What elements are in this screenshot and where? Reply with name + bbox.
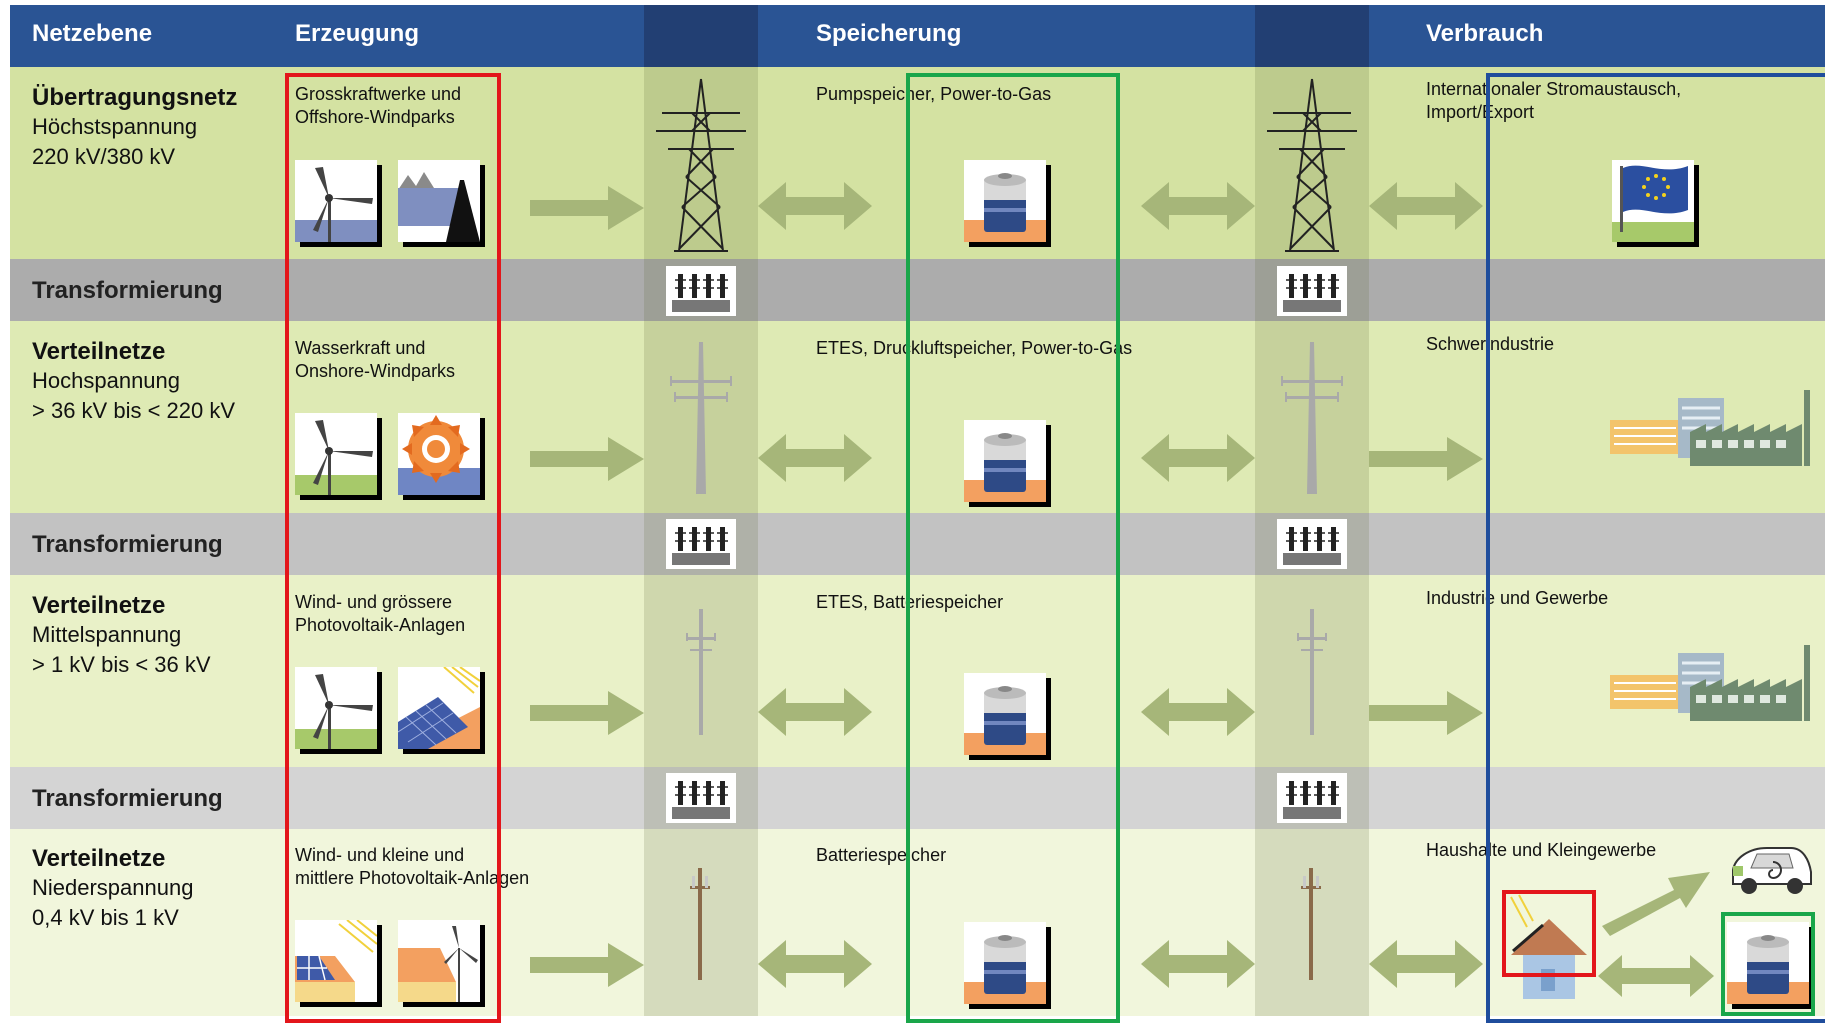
level-1-subtitle: Höchstspannung	[32, 114, 198, 139]
level-2-subtitle: Hochspannung	[32, 368, 181, 393]
battery-icon	[964, 160, 1046, 242]
level-4-generation-text: Wind- und kleine und mittlere Photovolta…	[295, 845, 530, 888]
flow-arrow-double	[1369, 940, 1483, 988]
flow-arrow-right	[1369, 691, 1483, 735]
high-voltage-pylon-icon	[654, 77, 748, 253]
level-2-generation-text: Wasserkraft und Onshore-Windparks	[295, 338, 456, 381]
transformer-icon	[666, 519, 736, 569]
level-1-consumption-text: Internationaler Stromaustausch, Import/E…	[1426, 79, 1682, 122]
transformer-icon	[1277, 266, 1347, 316]
transformer-icon	[1277, 519, 1347, 569]
header-verbrauch: Verbrauch	[1426, 20, 1544, 47]
level-1-generation-text: Grosskraftwerke und Offshore-Windparks	[295, 84, 462, 127]
transformer-icon	[666, 773, 736, 823]
solar-roof-icon	[295, 920, 377, 1002]
small-pylon-icon	[684, 607, 718, 737]
transform-label-2: Transformierung	[32, 531, 223, 558]
transformer-icon	[666, 266, 736, 316]
band-transform-1	[10, 259, 1825, 321]
flow-arrow-double	[1141, 940, 1255, 988]
header-speicherung: Speicherung	[816, 20, 962, 47]
level-3-generation-text: Wind- und grössere Photovoltaik-Anlagen	[295, 592, 466, 635]
level-4-storage-text: Batteriespeicher	[816, 845, 947, 865]
flow-arrow-double	[758, 434, 872, 482]
dam-icon	[398, 160, 480, 242]
generation-frame	[285, 73, 501, 1023]
flow-arrow-right	[530, 691, 644, 735]
small-pylon-icon	[1295, 607, 1329, 737]
pylon-icon	[664, 340, 738, 496]
flow-arrow-right	[530, 943, 644, 987]
flow-arrow-double	[1369, 182, 1483, 230]
household-generation-frame	[1502, 890, 1596, 977]
level-1-storage-text: Pumpspeicher, Power-to-Gas	[816, 84, 1052, 104]
band-transform-3	[10, 767, 1825, 829]
eu-flag-icon	[1612, 160, 1694, 242]
flow-arrow-diagonal	[1600, 866, 1712, 938]
flow-arrow-double	[758, 182, 872, 230]
house-wind-icon	[398, 920, 480, 1002]
level-2-voltage: > 36 kV bis < 220 kV	[32, 398, 236, 423]
flow-arrow-double	[1141, 434, 1255, 482]
battery-icon	[964, 673, 1046, 755]
battery-icon	[1727, 922, 1809, 1004]
battery-icon	[964, 420, 1046, 502]
storage-frame	[906, 73, 1120, 1023]
level-2-title: Verteilnetze	[32, 338, 166, 365]
level-3-subtitle: Mittelspannung	[32, 622, 182, 647]
band-transform-2	[10, 513, 1825, 575]
header-line-column	[1255, 5, 1369, 67]
level-3-storage-text: ETES, Batteriespeicher	[816, 592, 1004, 612]
flow-arrow-double	[1141, 182, 1255, 230]
high-voltage-pylon-icon	[1265, 77, 1359, 253]
factory-icon	[1610, 645, 1816, 725]
battery-icon	[964, 922, 1046, 1004]
transform-label-3: Transformierung	[32, 785, 223, 812]
flow-arrow-right	[1369, 437, 1483, 481]
flow-arrow-double	[758, 688, 872, 736]
header-line-column	[644, 5, 758, 67]
wind-turbine-icon	[295, 667, 377, 749]
header-erzeugung: Erzeugung	[295, 20, 419, 47]
solar-field-icon	[398, 667, 480, 749]
house-solar-icon	[1505, 893, 1595, 1003]
household-storage-frame	[1721, 912, 1815, 1016]
flow-arrow-right	[530, 437, 644, 481]
wooden-pole-icon	[688, 866, 712, 982]
flow-arrow-double	[1141, 688, 1255, 736]
level-1-title: Übertragungsnetz	[32, 84, 238, 111]
header-bar	[10, 5, 1825, 67]
header-netzebene: Netzebene	[32, 20, 153, 47]
flow-arrow-double	[1598, 955, 1714, 997]
wooden-pole-icon	[1299, 866, 1323, 982]
level-4-subtitle: Niederspannung	[32, 875, 194, 900]
transformer-icon	[1277, 773, 1347, 823]
level-4-title: Verteilnetze	[32, 845, 166, 872]
pylon-icon	[1275, 340, 1349, 496]
wind-turbine-icon	[295, 160, 377, 242]
level-1-voltage: 220 kV/380 kV	[32, 144, 176, 169]
consumption-frame	[1486, 73, 1825, 1023]
level-3-title: Verteilnetze	[32, 592, 166, 619]
factory-icon	[1610, 390, 1816, 470]
level-2-consumption-text: Schwerindustrie	[1426, 334, 1555, 354]
flow-arrow-double	[758, 940, 872, 988]
level-3-consumption-text: Industrie und Gewerbe	[1426, 588, 1609, 608]
wind-turbine-icon	[295, 413, 377, 495]
electric-car-icon	[1727, 840, 1813, 900]
level-4-voltage: 0,4 kV bis 1 kV	[32, 905, 179, 930]
flow-arrow-right	[530, 186, 644, 230]
level-3-voltage: > 1 kV bis < 36 kV	[32, 652, 211, 677]
transform-label-1: Transformierung	[32, 277, 223, 304]
water-wheel-icon	[398, 413, 480, 495]
